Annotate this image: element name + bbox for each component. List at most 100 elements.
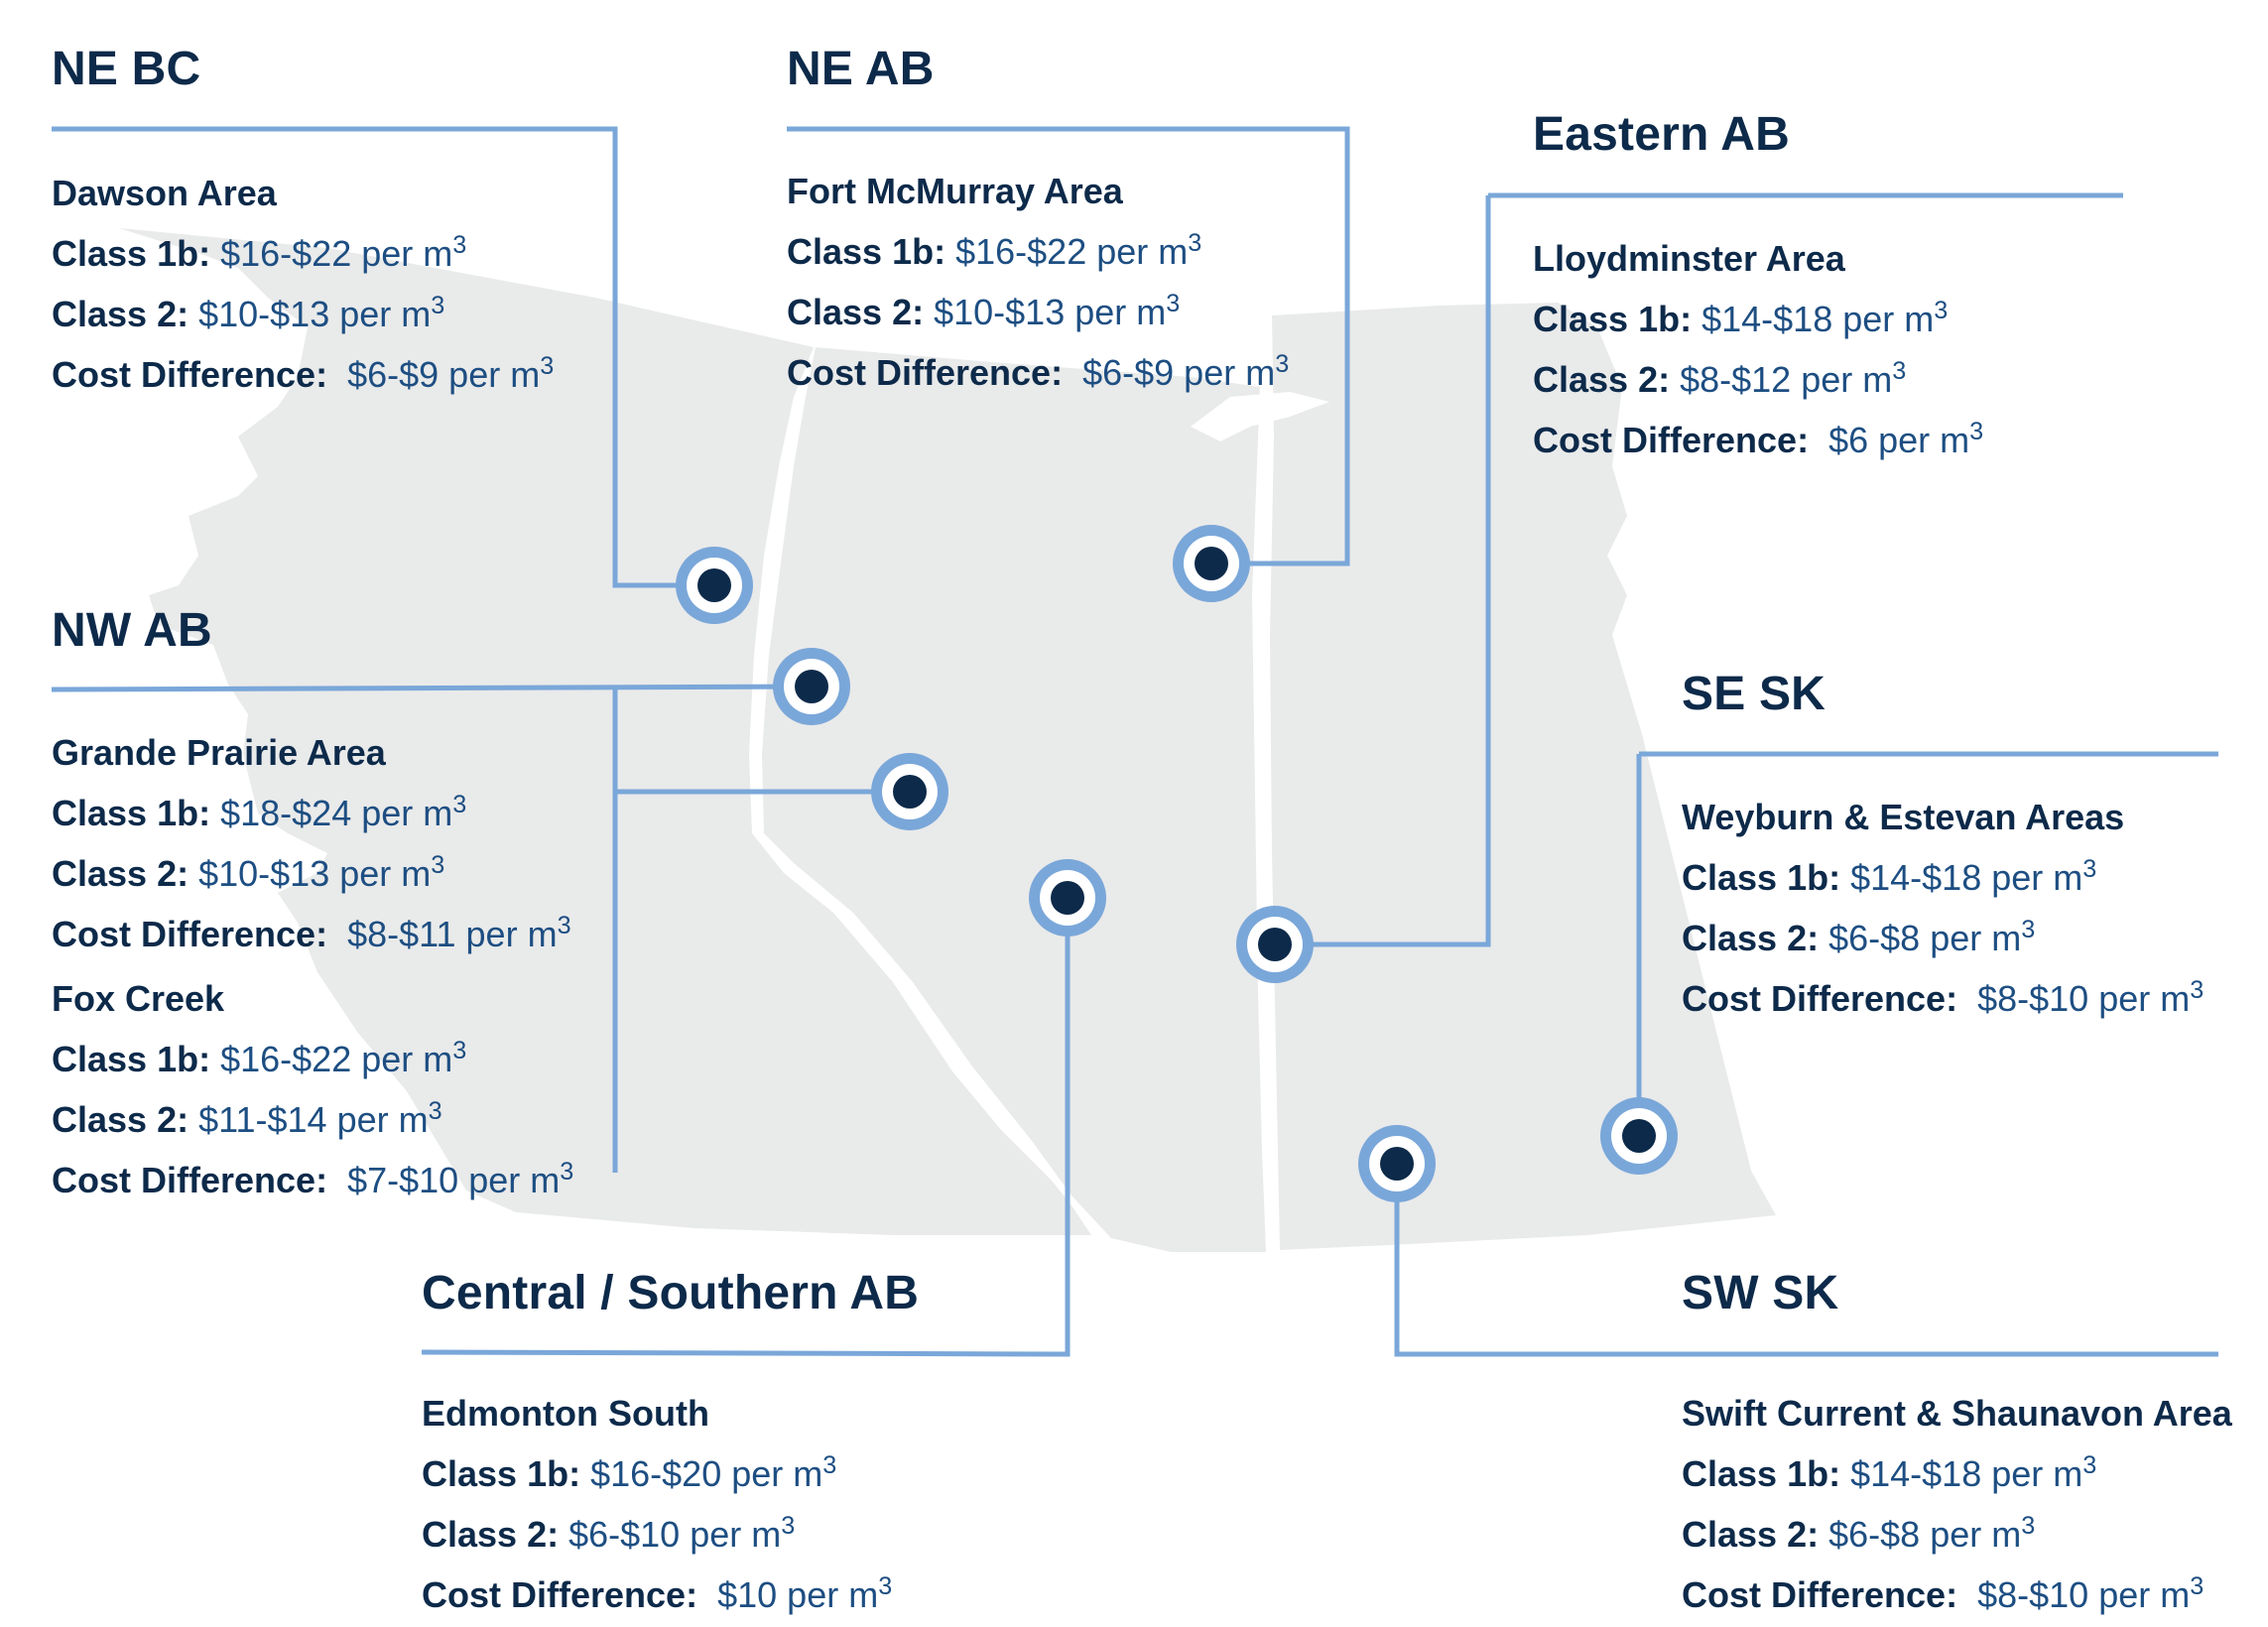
class1b-row: Class 1b: $18-$24 per m3 [52,779,571,839]
class1b-row: Class 1b: $14-$18 per m3 [1682,843,2204,904]
marker-nw-ab-fox-creek[interactable] [871,753,948,830]
class1b-label: Class 1b: [52,793,211,833]
class1b-label: Class 1b: [1682,1453,1841,1494]
class1b-label: Class 1b: [1533,299,1693,339]
area-name: Fort McMurray Area [787,171,1123,211]
region-title-eastern-ab: Eastern AB [1533,108,1790,161]
class2-row: Class 2: $6-$8 per m3 [1682,904,2204,964]
area-name: Edmonton South [422,1393,709,1434]
area-lloydminster: Lloydminster Area Class 1b: $14-$18 per … [1533,232,1983,466]
nw-ab-connector [51,684,813,692]
class2-value: $6-$10 per m3 [568,1512,796,1555]
cost-difference-row: Cost Difference: $6 per m3 [1533,406,1983,466]
class1b-label: Class 1b: [52,1039,211,1079]
class1b-label: Class 1b: [422,1453,581,1494]
cost-difference-row: Cost Difference: $6-$9 per m3 [787,338,1289,399]
cost-difference-value: $8-$11 per m3 [347,912,571,954]
class2-row: Class 2: $10-$13 per m3 [787,278,1289,338]
class2-row: Class 2: $10-$13 per m3 [52,839,571,900]
class2-row: Class 2: $6-$10 per m3 [422,1500,892,1561]
class1b-value: $18-$24 per m3 [220,791,467,833]
central-ab-connector [421,898,1071,1357]
cost-difference-value: $6-$9 per m3 [347,352,555,395]
area-name: Swift Current & Shaunavon Area [1682,1393,2232,1434]
class2-label: Class 2: [1682,1514,1820,1555]
class1b-row: Class 1b: $14-$18 per m3 [1682,1439,2232,1500]
cost-difference-row: Cost Difference: $8-$10 per m3 [1682,1561,2232,1621]
cost-difference-row: Cost Difference: $7-$10 per m3 [52,1146,573,1206]
marker-se-sk[interactable] [1600,1097,1678,1175]
cost-difference-value: $10 per m3 [717,1572,893,1615]
cost-difference-label: Cost Difference: [52,354,328,395]
class1b-value: $16-$22 per m3 [220,231,467,274]
marker-ne-bc[interactable] [676,547,753,624]
class1b-value: $16-$22 per m3 [220,1037,467,1079]
cost-difference-row: Cost Difference: $8-$11 per m3 [52,900,571,960]
marker-central-ab[interactable] [1029,859,1106,937]
connector-lines [51,126,2218,1357]
class2-row: Class 2: $11-$14 per m3 [52,1085,573,1146]
class2-value: $10-$13 per m3 [198,292,445,334]
class1b-row: Class 1b: $16-$22 per m3 [52,1025,573,1085]
area-grande-prairie: Grande Prairie Area Class 1b: $18-$24 pe… [52,726,571,960]
cost-difference-value: $7-$10 per m3 [347,1158,574,1200]
region-title-se-sk: SE SK [1682,668,1827,720]
class2-row: Class 2: $6-$8 per m3 [1682,1500,2232,1561]
class2-value: $8-$12 per m3 [1680,357,1907,400]
cost-difference-label: Cost Difference: [787,352,1064,393]
area-fort-mcmurray: Fort McMurray Area Class 1b: $16-$22 per… [787,165,1289,399]
region-title-sw-sk: SW SK [1682,1267,1839,1319]
area-name: Fox Creek [52,978,225,1019]
area-fox-creek: Fox Creek Class 1b: $16-$22 per m3 Class… [52,972,573,1206]
cost-difference-row: Cost Difference: $6-$9 per m3 [52,340,554,401]
class1b-row: Class 1b: $16-$22 per m3 [52,219,554,280]
alberta-landmass [762,347,1266,1252]
cost-difference-row: Cost Difference: $10 per m3 [422,1561,892,1621]
class1b-label: Class 1b: [1682,857,1841,898]
class2-label: Class 2: [1682,918,1820,958]
class2-value: $11-$14 per m3 [198,1097,442,1140]
marker-sw-sk[interactable] [1358,1125,1436,1202]
class2-label: Class 2: [422,1514,560,1555]
cost-difference-value: $8-$10 per m3 [1977,976,2205,1019]
area-name: Dawson Area [52,173,277,213]
sw-sk-leader [1394,1166,1632,1357]
class1b-row: Class 1b: $16-$20 per m3 [422,1439,892,1500]
area-weyburn-estevan: Weyburn & Estevan Areas Class 1b: $14-$1… [1682,791,2204,1025]
marker-nw-ab-grande-prairie[interactable] [773,648,850,725]
class1b-value: $16-$20 per m3 [590,1451,837,1494]
class1b-row: Class 1b: $14-$18 per m3 [1533,285,1983,345]
cost-difference-label: Cost Difference: [1533,420,1810,460]
class1b-label: Class 1b: [787,231,946,272]
class2-label: Class 2: [52,853,189,894]
class1b-value: $14-$18 per m3 [1701,297,1949,339]
class1b-value: $16-$22 per m3 [955,229,1202,272]
area-name: Weyburn & Estevan Areas [1682,797,2125,837]
class2-value: $10-$13 per m3 [198,851,445,894]
class2-row: Class 2: $10-$13 per m3 [52,280,554,340]
class2-row: Class 2: $8-$12 per m3 [1533,345,1983,406]
class2-value: $6-$8 per m3 [1828,916,2036,958]
cost-difference-label: Cost Difference: [422,1574,698,1615]
cost-difference-label: Cost Difference: [52,1160,328,1200]
area-name: Lloydminster Area [1533,238,1845,279]
area-name: Grande Prairie Area [52,732,386,773]
eastern-ab-leader [1275,195,1491,947]
markers [676,525,1678,1202]
cost-difference-row: Cost Difference: $8-$10 per m3 [1682,964,2204,1025]
marker-eastern-ab[interactable] [1236,906,1314,983]
area-edmonton-south: Edmonton South Class 1b: $16-$20 per m3 … [422,1387,892,1621]
class1b-label: Class 1b: [52,233,211,274]
class1b-row: Class 1b: $16-$22 per m3 [787,217,1289,278]
class1b-value: $14-$18 per m3 [1850,1451,2097,1494]
class2-value: $10-$13 per m3 [934,290,1181,332]
region-title-central-southern-ab: Central / Southern AB [422,1267,920,1319]
marker-ne-ab[interactable] [1173,525,1250,602]
area-dawson: Dawson Area Class 1b: $16-$22 per m3 Cla… [52,167,554,401]
bc-landmass [119,228,1091,1235]
region-title-nw-ab: NW AB [52,604,212,657]
cost-difference-label: Cost Difference: [1682,978,1958,1019]
area-swift-current-shaunavon: Swift Current & Shaunavon Area Class 1b:… [1682,1387,2232,1621]
region-title-ne-bc: NE BC [52,43,201,95]
